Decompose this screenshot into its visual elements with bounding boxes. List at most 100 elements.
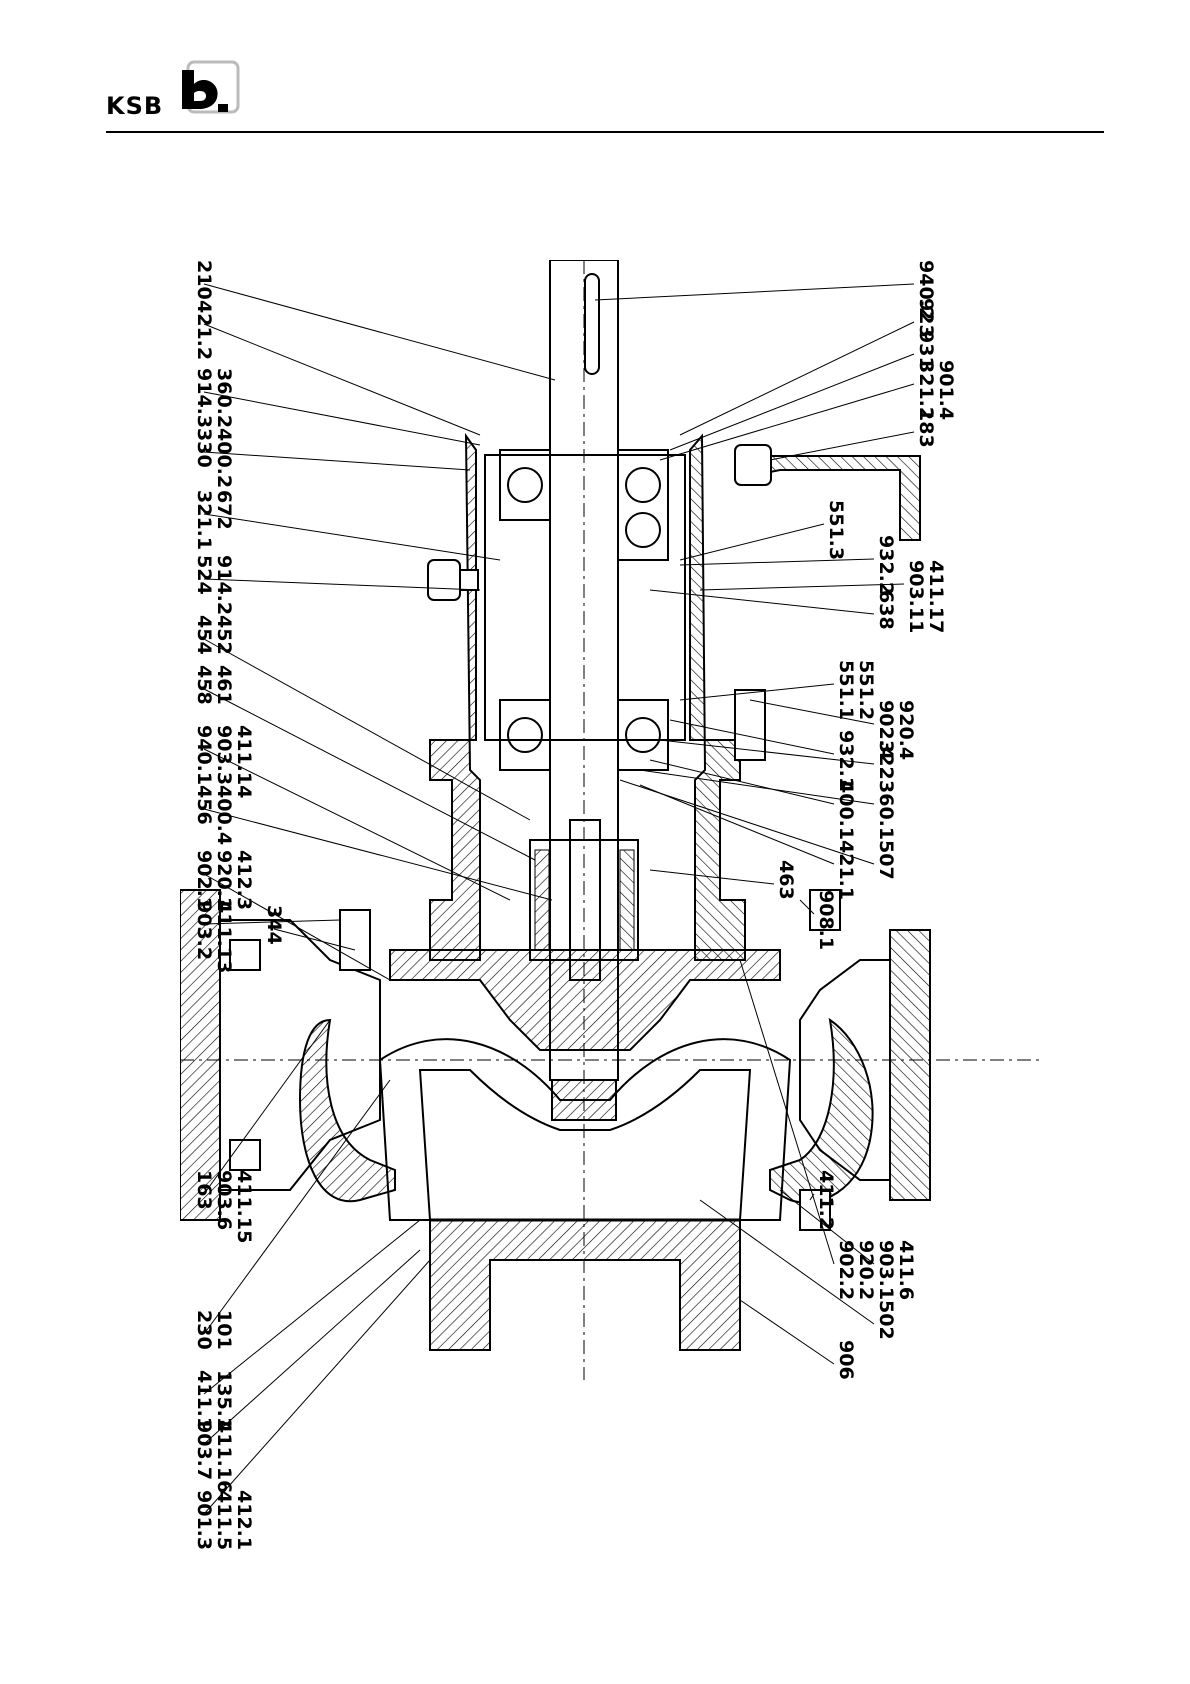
leader-line-l230 (203, 1079, 391, 1335)
part-number-text: 551.2 (855, 660, 877, 720)
part-label-r507: 507 (875, 840, 897, 880)
part-label-r183: 183 (915, 408, 937, 448)
part-number-text: 940.2 (915, 260, 937, 320)
part-number-text: 412.3 (233, 850, 255, 910)
part-number-text: 400.4 (213, 785, 235, 845)
part-number-text: 923 (915, 298, 937, 338)
part-number-text: 321.1 (193, 490, 215, 550)
part-number-text: 411.17 (925, 560, 947, 633)
part-label-r502: 502 (875, 1300, 897, 1340)
part-number-text: 411.14 (233, 725, 255, 798)
leader-line-r551_1 (679, 683, 835, 701)
leader-line-r360_1 (639, 769, 875, 805)
part-number-text: 411.6 (895, 1240, 917, 1300)
part-number-text: 903.2 (193, 900, 215, 960)
discharge-flange-left (180, 889, 381, 1221)
seal-chamber (529, 819, 639, 981)
part-number-text: 421.2 (193, 300, 215, 360)
part-number-text: 932.1 (835, 730, 857, 790)
leader-line-r923 (679, 321, 915, 436)
leader-line-r638 (649, 589, 875, 615)
part-number-text: 901.4 (935, 360, 957, 420)
leader-line-r507 (619, 779, 875, 865)
casing-cover (389, 949, 781, 1051)
part-number-text: 411.15 (233, 1170, 255, 1243)
part-number-text: 411.2 (815, 1170, 837, 1230)
part-number-text: 412.1 (233, 1490, 255, 1550)
leader-line-r411_2 (809, 1193, 815, 1201)
part-number-text: 461 (213, 665, 235, 705)
leader-line-l458 (203, 688, 536, 861)
leader-line-r421_1 (639, 784, 835, 865)
part-number-text: 638 (875, 590, 897, 630)
leader-line-r908_1 (799, 899, 815, 915)
part-number-text: 903.1 (875, 1240, 897, 1300)
part-number-text: 411.16 (213, 1420, 235, 1493)
leader-line-r463 (649, 869, 775, 885)
leader-line-l902_1 (203, 873, 391, 981)
part-number-text: 931 (915, 330, 937, 370)
leader-line-l454 (203, 638, 531, 821)
part-number-text: 903.6 (213, 1170, 235, 1230)
part-number-text: 344 (263, 905, 285, 945)
part-labels: 210421.2914.3360.2330400.2321.1672524914… (193, 260, 957, 1550)
part-number-text: 163 (193, 1170, 215, 1210)
leader-line-l914_3 (203, 391, 481, 446)
leader-line-l903_7 (203, 1249, 421, 1445)
part-number-text: 906 (835, 1340, 857, 1380)
part-number-text: 903.7 (193, 1420, 215, 1480)
leader-line-l411_1 (203, 1219, 421, 1395)
part-number-text: 524 (193, 555, 215, 595)
part-label-r411_2: 411.2 (815, 1170, 837, 1230)
part-number-text: 321.2 (915, 360, 937, 420)
part-number-text: 101 (213, 1310, 235, 1350)
ksb-logo: KSB (106, 60, 246, 120)
suction-nozzle (429, 1218, 741, 1351)
part-label-r932_2: 932.2 (875, 535, 897, 595)
part-label-r400_1: 400.1 (835, 780, 857, 840)
part-number-text: 411.1 (193, 1370, 215, 1430)
leader-line-r906 (739, 1299, 835, 1365)
part-label-r908_1: 908.1 (815, 890, 837, 950)
leader-line-r902_2 (739, 959, 835, 1265)
part-label-l421_2: 421.2 (193, 300, 215, 360)
part-number-text: 551.3 (825, 500, 847, 560)
part-number-text: 901.3 (193, 1490, 215, 1550)
leader-line-l163 (203, 1019, 331, 1195)
part-number-text: 458 (193, 665, 215, 705)
part-label-r940_2: 940.2 (915, 260, 937, 320)
part-number-text: 452 (213, 615, 235, 655)
leader-line-l901_3 (203, 1259, 431, 1515)
part-number-text: 421.1 (835, 840, 857, 900)
leader-line-r321_2 (659, 383, 915, 461)
part-number-text: 400.2 (213, 428, 235, 488)
leader-line-r932_2 (679, 558, 875, 566)
part-label-r923: 923 (915, 298, 937, 338)
leader-line-l421_2 (203, 323, 481, 436)
leader-line-l940_1 (203, 748, 511, 901)
leader-line-l524 (203, 578, 481, 591)
discharge-flange-right (799, 929, 931, 1201)
leader-line-l344 (273, 928, 356, 951)
part-number-text: 932.2 (875, 535, 897, 595)
ksb-logo-mark (182, 60, 240, 114)
part-label-l344: 344 (263, 905, 285, 945)
leader-line-r322 (659, 739, 875, 765)
leader-line-l210 (203, 283, 556, 381)
leader-line-r902_4 (749, 699, 875, 725)
leader-line-r931 (669, 353, 915, 451)
part-number-text: 902.1 (193, 850, 215, 910)
